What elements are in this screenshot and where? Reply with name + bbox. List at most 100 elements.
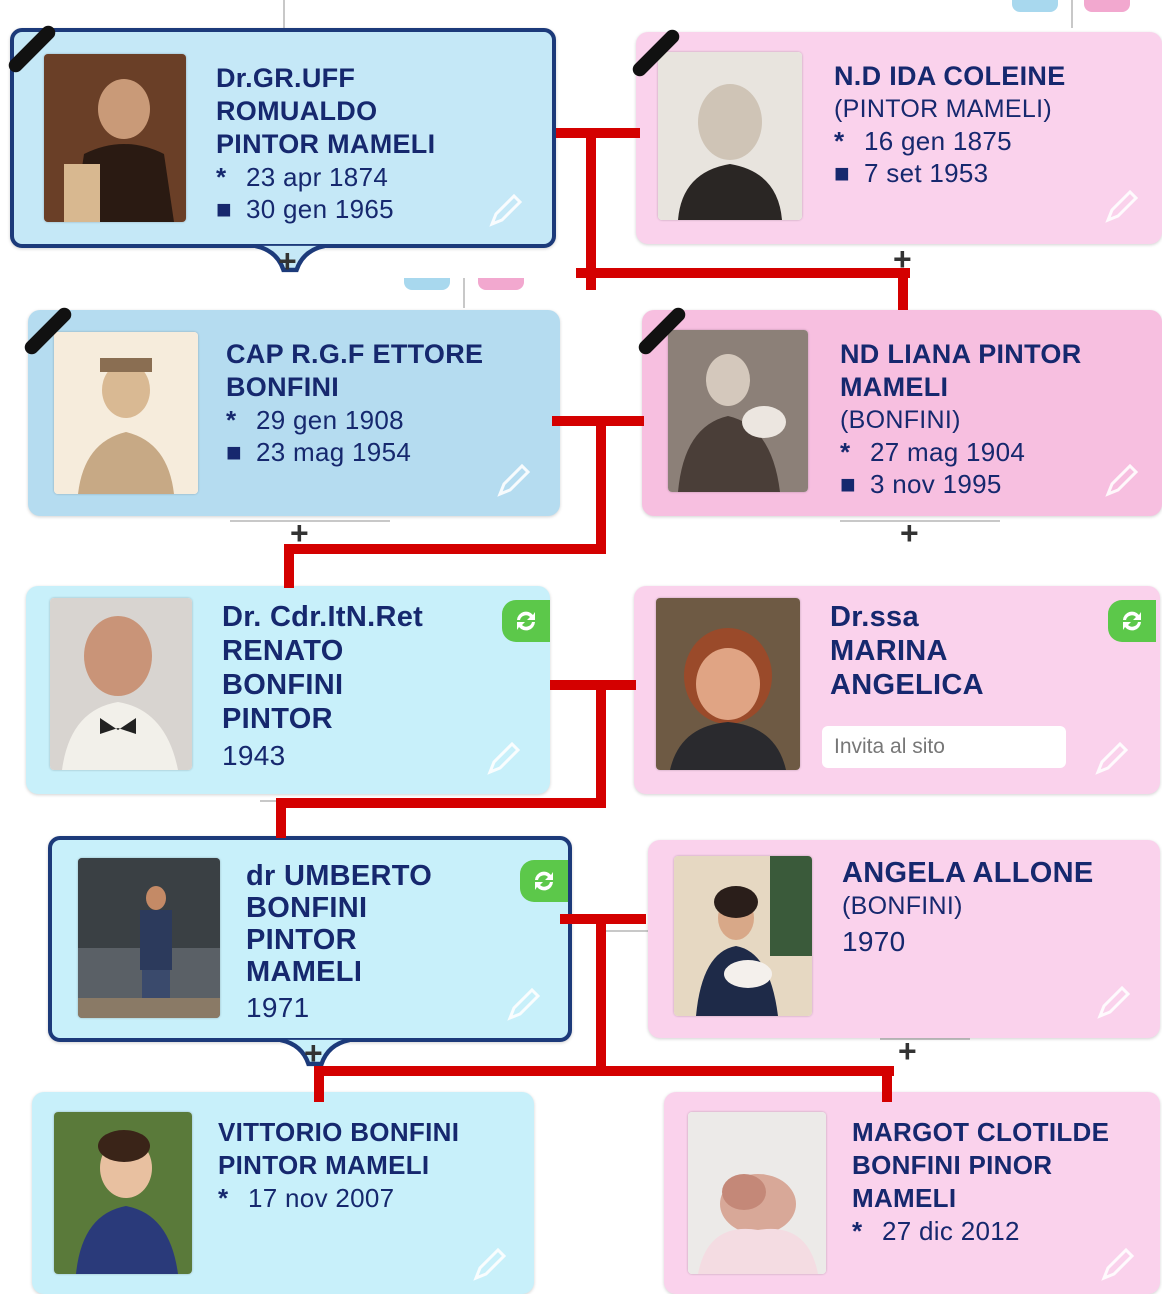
sync-icon[interactable]	[520, 860, 568, 902]
family-connector	[586, 128, 596, 290]
connector-line	[1071, 0, 1073, 28]
person-name: CAP R.G.F ETTORE BONFINI *29 gen 1908 ■2…	[226, 339, 484, 467]
death-icon: ■	[834, 158, 851, 188]
birth-date: *27 mag 1904	[840, 437, 1026, 467]
pencil-icon[interactable]	[468, 1244, 510, 1286]
person-card-marina[interactable]: Dr.ssa MARINA ANGELICA Invita al sito	[634, 586, 1160, 794]
death-icon: ■	[840, 469, 857, 499]
person-card-renato[interactable]: Dr. Cdr.ItN.Ret RENATO BONFINI PINTOR 19…	[26, 586, 550, 794]
person-name: Dr.GR.UFF ROMUALDO PINTOR MAMELI *23 apr…	[216, 63, 436, 224]
person-name: ANGELA ALLONE (BONFINI) 1970	[842, 856, 1093, 962]
family-connector	[314, 1066, 894, 1076]
family-connector	[276, 798, 606, 808]
portrait-photo	[674, 856, 812, 1016]
birth-star-icon: *	[834, 126, 845, 156]
pencil-icon[interactable]	[492, 460, 534, 502]
death-date: ■7 set 1953	[834, 158, 989, 188]
connector-line	[840, 520, 1000, 522]
person-card-ettore[interactable]: CAP R.G.F ETTORE BONFINI *29 gen 1908 ■2…	[28, 310, 560, 516]
portrait-photo	[658, 52, 802, 220]
plus-icon[interactable]: +	[900, 515, 919, 551]
birth-star-icon: *	[216, 162, 227, 192]
portrait-photo	[668, 330, 808, 492]
birth-date: *16 gen 1875	[834, 126, 1012, 156]
pencil-icon[interactable]	[1096, 1244, 1138, 1286]
birth-star-icon: *	[852, 1216, 863, 1246]
plus-icon[interactable]: +	[304, 1035, 323, 1071]
birth-year: 1970	[842, 926, 906, 957]
add-parent-notch	[255, 244, 325, 273]
family-connector	[596, 680, 606, 808]
family-connector	[284, 544, 606, 554]
birth-star-icon: *	[840, 437, 851, 467]
connector-line	[230, 520, 390, 522]
connector-line	[600, 930, 650, 932]
portrait-photo	[44, 54, 186, 222]
family-connector	[596, 914, 606, 1076]
person-name: ND LIANA PINTOR MAMELI (BONFINI) *27 mag…	[840, 339, 1082, 499]
marriage-connector	[556, 128, 640, 138]
family-connector	[314, 1066, 324, 1102]
portrait-photo	[656, 598, 800, 770]
person-card-vittorio[interactable]: VITTORIO BONFINI PINTOR MAMELI *17 nov 2…	[32, 1092, 534, 1294]
portrait-photo	[78, 858, 220, 1018]
connector-line	[880, 1038, 970, 1040]
person-card-liana[interactable]: ND LIANA PINTOR MAMELI (BONFINI) *27 mag…	[642, 310, 1162, 516]
tab-decoration	[1012, 0, 1058, 12]
person-card-margot[interactable]: MARGOT CLOTILDE BONFINI PINOR MAMELI *27…	[664, 1092, 1160, 1294]
birth-date: *27 dic 2012	[852, 1216, 1020, 1246]
person-name: N.D IDA COLEINE (PINTOR MAMELI) *16 gen …	[834, 61, 1066, 188]
plus-icon[interactable]: +	[898, 1033, 917, 1069]
maiden-name: (PINTOR MAMELI)	[834, 95, 1052, 123]
maiden-name: (BONFINI)	[842, 892, 963, 920]
connector-line	[463, 278, 465, 308]
family-connector	[276, 798, 286, 838]
connector-line	[283, 0, 285, 28]
plus-icon[interactable]: +	[893, 241, 912, 277]
portrait-photo	[688, 1112, 826, 1274]
tab-decoration	[478, 278, 524, 290]
sync-icon[interactable]	[1108, 600, 1156, 642]
family-connector	[596, 416, 606, 554]
add-child-notch	[280, 1038, 350, 1067]
person-name: VITTORIO BONFINI PINTOR MAMELI *17 nov 2…	[218, 1117, 460, 1213]
death-date: ■30 gen 1965	[216, 194, 394, 224]
portrait-photo	[50, 598, 192, 770]
portrait-photo	[54, 332, 198, 494]
death-date: ■23 mag 1954	[226, 437, 412, 467]
pencil-icon[interactable]	[484, 190, 526, 232]
person-card-romualdo[interactable]: Dr.GR.UFF ROMUALDO PINTOR MAMELI *23 apr…	[10, 28, 556, 248]
family-connector	[284, 544, 294, 588]
person-card-umberto[interactable]: dr UMBERTO BONFINI PINTOR MAMELI 1971	[48, 836, 572, 1042]
pencil-icon[interactable]	[482, 738, 524, 780]
pencil-icon[interactable]	[502, 984, 544, 1026]
marriage-connector	[550, 680, 636, 690]
birth-date: *29 gen 1908	[226, 405, 404, 435]
pencil-icon[interactable]	[1100, 460, 1142, 502]
pencil-icon[interactable]	[1090, 738, 1132, 780]
birth-star-icon: *	[226, 405, 237, 435]
pencil-icon[interactable]	[1100, 186, 1142, 228]
death-icon: ■	[226, 437, 243, 467]
person-name: dr UMBERTO BONFINI PINTOR MAMELI 1971	[246, 860, 432, 1028]
birth-date: *17 nov 2007	[218, 1183, 395, 1213]
birth-year: 1943	[222, 740, 286, 771]
birth-star-icon: *	[218, 1183, 229, 1213]
family-connector	[576, 268, 910, 278]
sync-icon[interactable]	[502, 600, 550, 642]
person-name: Dr.ssa MARINA ANGELICA	[830, 601, 984, 701]
family-connector	[882, 1066, 892, 1102]
pencil-icon[interactable]	[1092, 982, 1134, 1024]
person-name: MARGOT CLOTILDE BONFINI PINOR MAMELI *27…	[852, 1117, 1110, 1246]
plus-icon[interactable]: +	[278, 243, 297, 279]
plus-icon[interactable]: +	[290, 515, 309, 551]
invite-to-site-button[interactable]: Invita al sito	[822, 726, 1066, 768]
death-date: ■3 nov 1995	[840, 469, 1002, 499]
maiden-name: (BONFINI)	[840, 406, 961, 434]
tab-decoration	[1084, 0, 1130, 12]
person-name: Dr. Cdr.ItN.Ret RENATO BONFINI PINTOR 19…	[222, 600, 423, 776]
tab-decoration	[404, 278, 450, 290]
portrait-photo	[54, 1112, 192, 1274]
person-card-ida[interactable]: N.D IDA COLEINE (PINTOR MAMELI) *16 gen …	[636, 32, 1162, 244]
person-card-angela[interactable]: ANGELA ALLONE (BONFINI) 1970	[648, 840, 1160, 1038]
